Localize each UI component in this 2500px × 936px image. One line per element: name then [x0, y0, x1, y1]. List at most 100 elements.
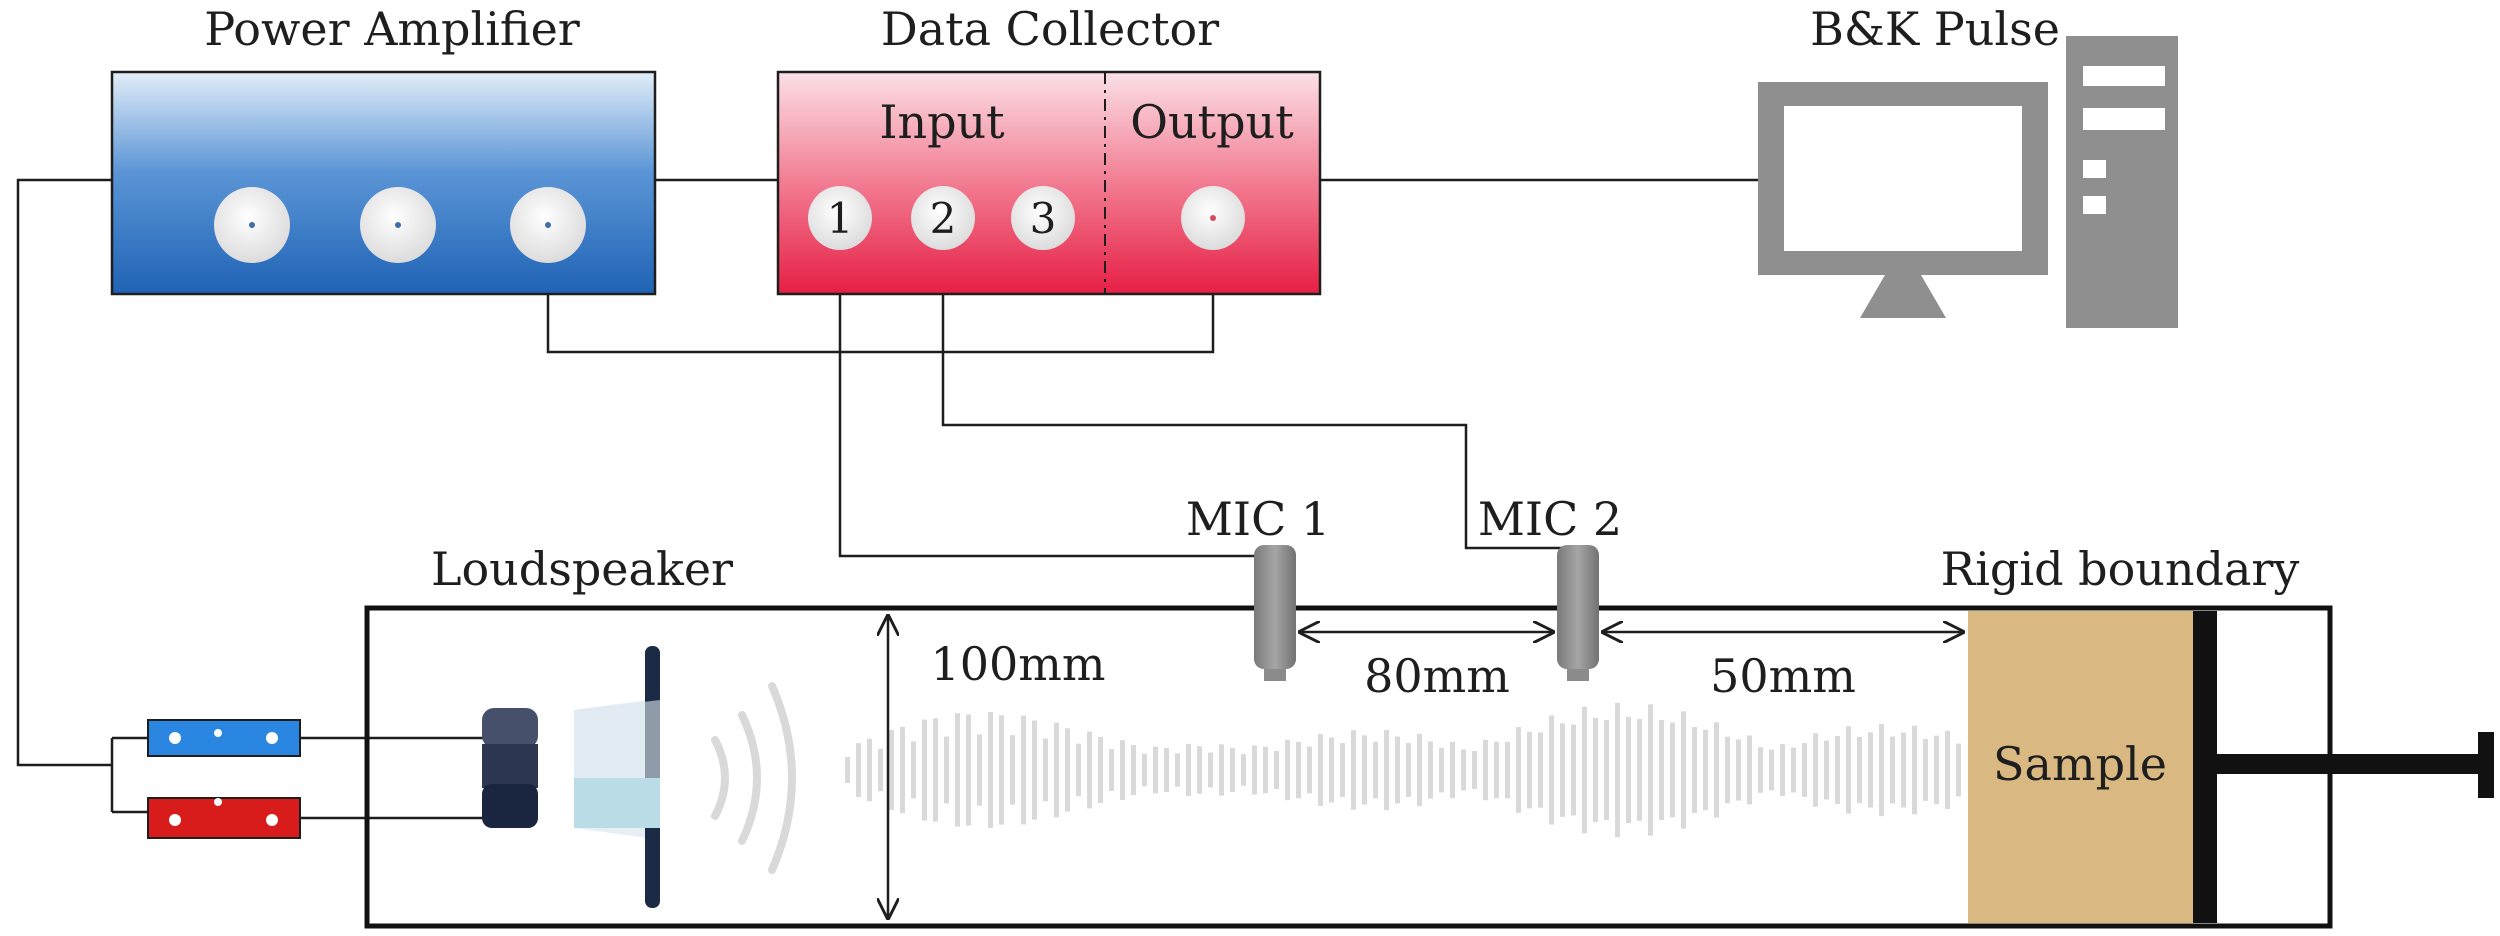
sound-wave-bar	[911, 741, 916, 799]
sound-wave-bar	[1615, 702, 1620, 838]
sound-wave-bar	[1230, 747, 1235, 792]
terminal-connector-red	[147, 797, 301, 839]
sound-wave-bar	[1560, 723, 1565, 817]
sound-wave-bar	[1901, 732, 1906, 808]
sound-wave-bar	[900, 726, 905, 814]
sound-wave-bar	[1659, 720, 1664, 820]
amplifier-knob	[360, 187, 436, 263]
sound-wave-bar	[1692, 727, 1697, 813]
power-amplifier-box	[110, 70, 657, 296]
data-collector-label: Data Collector	[881, 2, 1219, 56]
sound-wave-bar	[1824, 740, 1829, 800]
desktop-computer-icon	[1758, 36, 2178, 328]
sound-wave-bar	[1703, 729, 1708, 811]
monitor-frame	[1758, 82, 2048, 275]
sound-wave-bar	[1428, 741, 1433, 799]
sound-wave-bar	[1593, 717, 1598, 822]
sound-wave-bar	[1857, 736, 1862, 804]
sound-wave-bar	[1395, 736, 1400, 804]
input-port-number: 1	[827, 194, 854, 243]
sound-wave-bar	[1142, 753, 1147, 787]
speaker-cone-fill	[574, 778, 660, 828]
sound-wave-bar	[1219, 744, 1224, 796]
sound-wave-bar	[1604, 719, 1609, 821]
loudspeaker-icon	[482, 646, 796, 908]
sound-wave-bar	[1538, 732, 1543, 808]
piston-rod	[2217, 732, 2494, 798]
amplifier-knob	[214, 187, 290, 263]
sound-wave-bar	[1065, 728, 1070, 812]
sound-wave-bar	[988, 712, 993, 828]
terminal-connector-blue	[147, 719, 301, 757]
sound-wave-bar	[1186, 743, 1191, 797]
sound-wave-bar	[1417, 733, 1422, 807]
sound-wave-bar	[1208, 752, 1213, 788]
speaker-magnet-top	[482, 708, 538, 748]
sound-wave-bar	[1835, 736, 1840, 804]
loudspeaker-label: Loudspeaker	[431, 542, 733, 596]
sound-wave-bar	[1483, 739, 1488, 801]
output-port	[1181, 186, 1245, 250]
amplifier-knob	[510, 187, 586, 263]
sound-wave-bar	[1879, 723, 1884, 817]
sound-wave-bar	[1373, 741, 1378, 799]
data-collector: Data Collector Input Output 1 2 3	[776, 2, 1322, 296]
mic-1: MIC 1	[1186, 492, 1330, 681]
sound-wave-bar	[1846, 726, 1851, 814]
sound-wave-bar	[1351, 730, 1356, 810]
sound-wave-bar	[1791, 747, 1796, 793]
input-section-label: Input	[879, 95, 1005, 149]
sound-wave-bar	[1032, 720, 1037, 820]
sample: Sample	[1968, 611, 2193, 923]
sound-wave	[845, 702, 1961, 838]
sound-wave-bar	[1263, 746, 1268, 794]
sound-wave-bar	[1769, 749, 1774, 791]
sound-wave-bar	[1274, 750, 1279, 790]
sound-wave-bar	[1494, 741, 1499, 799]
input-port-2: 2	[911, 186, 975, 250]
sound-wave-bar	[1890, 736, 1895, 804]
sound-wave-bar	[1637, 719, 1642, 821]
sound-wave-bar	[1439, 747, 1444, 793]
input-port-1: 1	[808, 186, 872, 250]
sound-wave-bar	[922, 719, 927, 821]
sound-wave-bar	[1725, 736, 1730, 804]
sound-wave-bar	[1648, 704, 1653, 836]
tube-diameter-label: 100mm	[930, 637, 1105, 691]
sound-wave-bar	[1384, 729, 1389, 811]
sound-wave-bar	[1362, 735, 1367, 805]
sound-wave-bar	[1131, 744, 1136, 796]
sample-block	[1968, 611, 2193, 923]
sound-wave-bar	[1197, 746, 1202, 794]
monitor-stand	[1860, 275, 1946, 318]
sound-wave-bar	[845, 757, 850, 783]
sound-wave-bar	[1780, 744, 1785, 796]
rigid-boundary-plate	[2193, 611, 2217, 923]
sound-wave-bar	[1076, 743, 1081, 797]
sound-wave-bar	[889, 730, 894, 810]
tower-case	[2066, 36, 2178, 328]
sound-wave-bar	[1054, 722, 1059, 818]
sound-wave-bar	[1318, 734, 1323, 806]
sound-wave-arcs	[711, 682, 796, 874]
sound-wave-bar	[1406, 743, 1411, 797]
sound-wave-bar	[1736, 739, 1741, 801]
sound-wave-bar	[1472, 751, 1477, 789]
input-port-number: 2	[930, 194, 957, 243]
sound-wave-bar	[1626, 716, 1631, 824]
data-collector-box	[776, 70, 1322, 296]
sound-wave-bar	[1527, 731, 1532, 809]
sound-wave-bar	[1340, 743, 1345, 797]
sound-wave-bar	[1868, 732, 1873, 808]
sound-wave-bar	[1582, 706, 1587, 834]
sound-wave-bar	[1934, 735, 1939, 805]
sound-wave-bar	[1681, 711, 1686, 829]
sound-wave-bar	[1296, 741, 1301, 799]
speaker-magnet-bottom	[482, 784, 538, 828]
wire-input2-to-mic2	[941, 248, 1565, 550]
sound-wave-bar	[1714, 722, 1719, 818]
sound-wave-bar	[856, 743, 861, 797]
sound-wave-bar	[1252, 745, 1257, 795]
sound-wave-bar	[999, 715, 1004, 825]
sound-wave-bar	[1098, 737, 1103, 803]
